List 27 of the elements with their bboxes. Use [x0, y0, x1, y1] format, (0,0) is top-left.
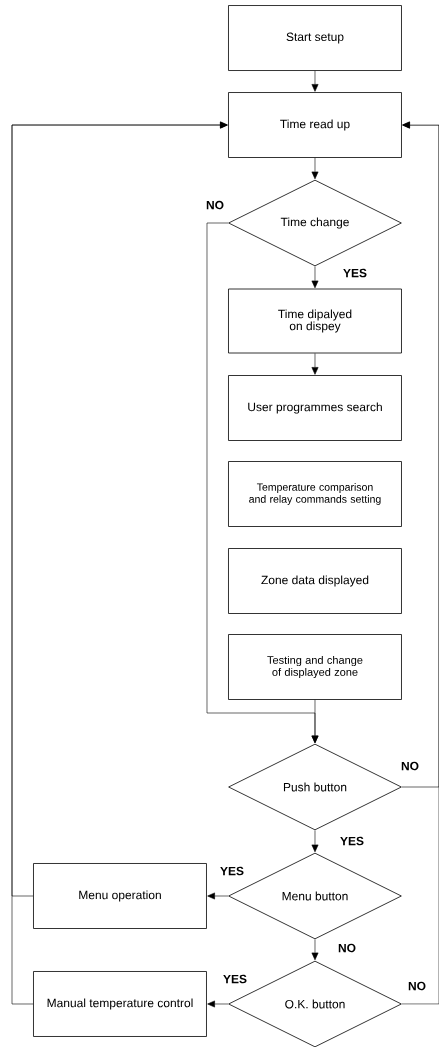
process-box: User programmes search — [228, 375, 402, 441]
edge-label: NO — [401, 761, 419, 771]
arrow — [311, 266, 319, 289]
process-box: Time read up — [228, 92, 402, 158]
arrow — [311, 353, 319, 375]
arrow — [207, 892, 229, 900]
process-box: Temperature comparison and relay commands setting — [228, 461, 402, 527]
edge-label: YES — [343, 268, 367, 278]
process-box: Testing and change of displayed zone — [228, 634, 402, 700]
arrow — [311, 699, 319, 744]
edge-label: YES — [223, 974, 247, 984]
arrow — [311, 830, 319, 853]
process-box: Zone data displayed — [228, 548, 402, 614]
arrow — [311, 70, 319, 92]
arrow — [311, 157, 319, 180]
edge-label: NO — [338, 943, 356, 953]
arrow — [311, 939, 319, 961]
process-box: Manual temperature control — [33, 971, 207, 1037]
edge-label: YES — [340, 836, 364, 846]
process-box: Start setup — [228, 5, 402, 71]
process-box: Menu operation — [33, 863, 207, 929]
edge-label: YES — [220, 866, 244, 876]
edge-label: NO — [408, 981, 426, 991]
arrow — [401, 121, 439, 1005]
process-box: Time dipalyed on dispey — [228, 288, 402, 354]
arrow — [207, 1000, 229, 1008]
edge-label: NO — [206, 200, 224, 210]
